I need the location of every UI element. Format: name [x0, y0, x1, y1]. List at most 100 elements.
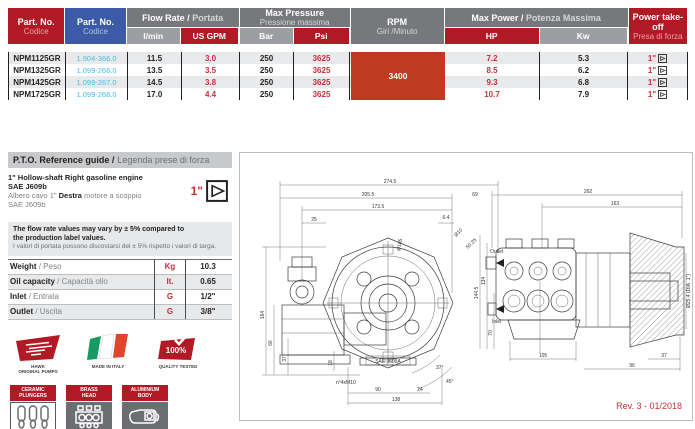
dim-144-5: 144.5 [474, 287, 480, 300]
header-part-no-1: Part. No. Codice [8, 8, 66, 44]
sae-label: SAE J609A [375, 359, 401, 365]
dim-37b: 37 [661, 353, 667, 359]
header-psi: Psi [293, 28, 350, 44]
bolt-spec-label: n°4xM10 [336, 380, 356, 386]
pto-guide-title-bar: P.T.O. Reference guide / Legenda prese d… [8, 152, 232, 168]
pto-shaft-icon [658, 89, 668, 99]
pto-shaft-icon [658, 77, 668, 87]
header-bar: Bar [239, 28, 294, 44]
cell-bar: 250 [240, 52, 294, 64]
pto-shaft-icon [658, 53, 668, 63]
cell-lmin: 17.0 [128, 88, 182, 100]
cell-bar: 250 [240, 64, 294, 76]
aluminium-body-icon [122, 401, 168, 429]
hawk-flag-icon [16, 334, 60, 361]
cell-pto: 1" [628, 64, 688, 76]
cell-pto: 1" [628, 76, 688, 88]
cell-psi: 3625 [294, 88, 350, 100]
table-row: NPM1425GR 1.099-267.0 14.5 3.8 250 3625 … [8, 76, 688, 88]
cell-code: 1.099-266.0 [66, 64, 128, 76]
pto-reference-panel: P.T.O. Reference guide / Legenda prese d… [8, 152, 232, 429]
dim-d185: Ø185 [396, 238, 404, 251]
made-in-italy-logo: MADE IN ITALY [80, 333, 136, 375]
table-row: NPM1325GR 1.099-266.0 13.5 3.5 250 3625 … [8, 64, 688, 76]
table-row: NPM1725GR 1.099-268.0 17.0 4.4 250 3625 … [8, 88, 688, 100]
cell-code: 1.904-366.0 [66, 52, 128, 64]
flow-rate-note: The flow rate values may vary by ± 5% co… [8, 222, 232, 256]
dim-24: 24 [417, 387, 423, 393]
cell-kw: 5.3 [540, 52, 628, 64]
dim-6-4: 6.4 [443, 215, 450, 221]
dim-205-5: 205.5 [362, 192, 375, 198]
ceramic-plungers-icon [10, 401, 56, 429]
front-view: SAE J609A 37° 45° [260, 179, 499, 405]
header-power-take-off: Power take-off Presa di forza [628, 8, 688, 44]
table-gap-row [8, 44, 688, 52]
table-header: Part. No. Codice Part. No. Codice Flow R… [8, 8, 688, 44]
dim-96: 96 [629, 363, 635, 369]
dim-163: 163 [611, 201, 620, 207]
rpm-value-block: 3400 [351, 52, 445, 100]
pto-guide-entry: 1" Hollow-shaft Right gasoline engine SA… [8, 173, 232, 209]
cell-psi: 3625 [294, 64, 350, 76]
quality-tested-logo: 100% QUALITY TESTED [150, 333, 206, 375]
spec-row-weight: Weight / Peso Kg 10.3 [8, 259, 232, 275]
cell-bar: 250 [240, 76, 294, 88]
side-view: 262 163 Outlet [474, 189, 692, 371]
pump-dimension-drawing: SAE J609A 37° 45° [260, 179, 692, 411]
shaft-diameter-label: Ø25.4 (DIA. 1") [686, 274, 692, 308]
pto-shaft-icon [206, 180, 228, 202]
cell-hp: 7.2 [445, 52, 540, 64]
cell-part-no: NPM1125GR [8, 52, 66, 64]
header-max-power: Max Power / Potenza Massima [444, 8, 629, 28]
dim-134: 134 [481, 277, 487, 286]
dim-90: 90 [375, 387, 381, 393]
technical-drawing: SAE J609A 37° 45° [239, 152, 693, 421]
cell-hp: 10.7 [445, 88, 540, 100]
dim-25: 25 [311, 217, 317, 223]
table-body: NPM1125GR 1.904-366.0 11.5 3.0 250 3625 … [8, 52, 688, 100]
header-max-power-group: Max Power / Potenza Massima HP Kw [444, 8, 629, 44]
cell-kw: 7.9 [540, 88, 628, 100]
cell-code: 1.099-268.0 [66, 88, 128, 100]
italy-flag-icon [87, 333, 128, 360]
dim-18: 18 [328, 360, 334, 366]
brass-head-icon [66, 401, 112, 429]
dim-hole-d10: Ø10 [453, 227, 464, 238]
header-hp: HP [444, 28, 540, 44]
spec-row-inlet: Inlet / Entrata G 1/2" [8, 289, 232, 305]
header-flow-rate: Flow Rate / Portata [126, 8, 240, 28]
dim-50-25: 50.25 [465, 237, 478, 250]
angle-45: 45° [446, 379, 454, 385]
header-max-pressure: Max Pressure Pressione massima [239, 8, 351, 28]
pump-characteristics-table: Weight / Peso Kg 10.3 Oil capacity / Cap… [8, 258, 232, 320]
cell-lmin: 11.5 [128, 52, 182, 64]
cell-usgpm: 3.0 [182, 52, 240, 64]
inlet-label: Inlet [492, 319, 502, 325]
pump-spec-table: Part. No. Codice Part. No. Codice Flow R… [8, 8, 688, 100]
dim-70: 70 [488, 330, 494, 336]
spec-row-outlet: Outlet / Uscita G 3/8" [8, 304, 232, 320]
dim-138: 138 [392, 397, 401, 403]
dim-37: 37 [282, 356, 288, 362]
cell-psi: 3625 [294, 76, 350, 88]
table-row: NPM1125GR 1.904-366.0 11.5 3.0 250 3625 … [8, 52, 688, 64]
cell-lmin: 13.5 [128, 64, 182, 76]
cell-bar: 250 [240, 88, 294, 100]
angle-37: 37° [436, 365, 444, 371]
dim-274-5: 274.5 [384, 179, 397, 185]
dim-105: 105 [539, 353, 548, 359]
cell-code: 1.099-267.0 [66, 76, 128, 88]
header-part-no-2: Part. No. Codice [65, 8, 127, 44]
revision-label: Rev. 3 - 01/2018 [616, 401, 682, 411]
svg-text:100%: 100% [166, 346, 186, 355]
cell-pto: 1" [628, 52, 688, 64]
cell-hp: 8.5 [445, 64, 540, 76]
cell-part-no: NPM1725GR [8, 88, 66, 100]
spec-row-oil-capacity: Oil capacity / Capacità olio lt. 0.65 [8, 274, 232, 290]
